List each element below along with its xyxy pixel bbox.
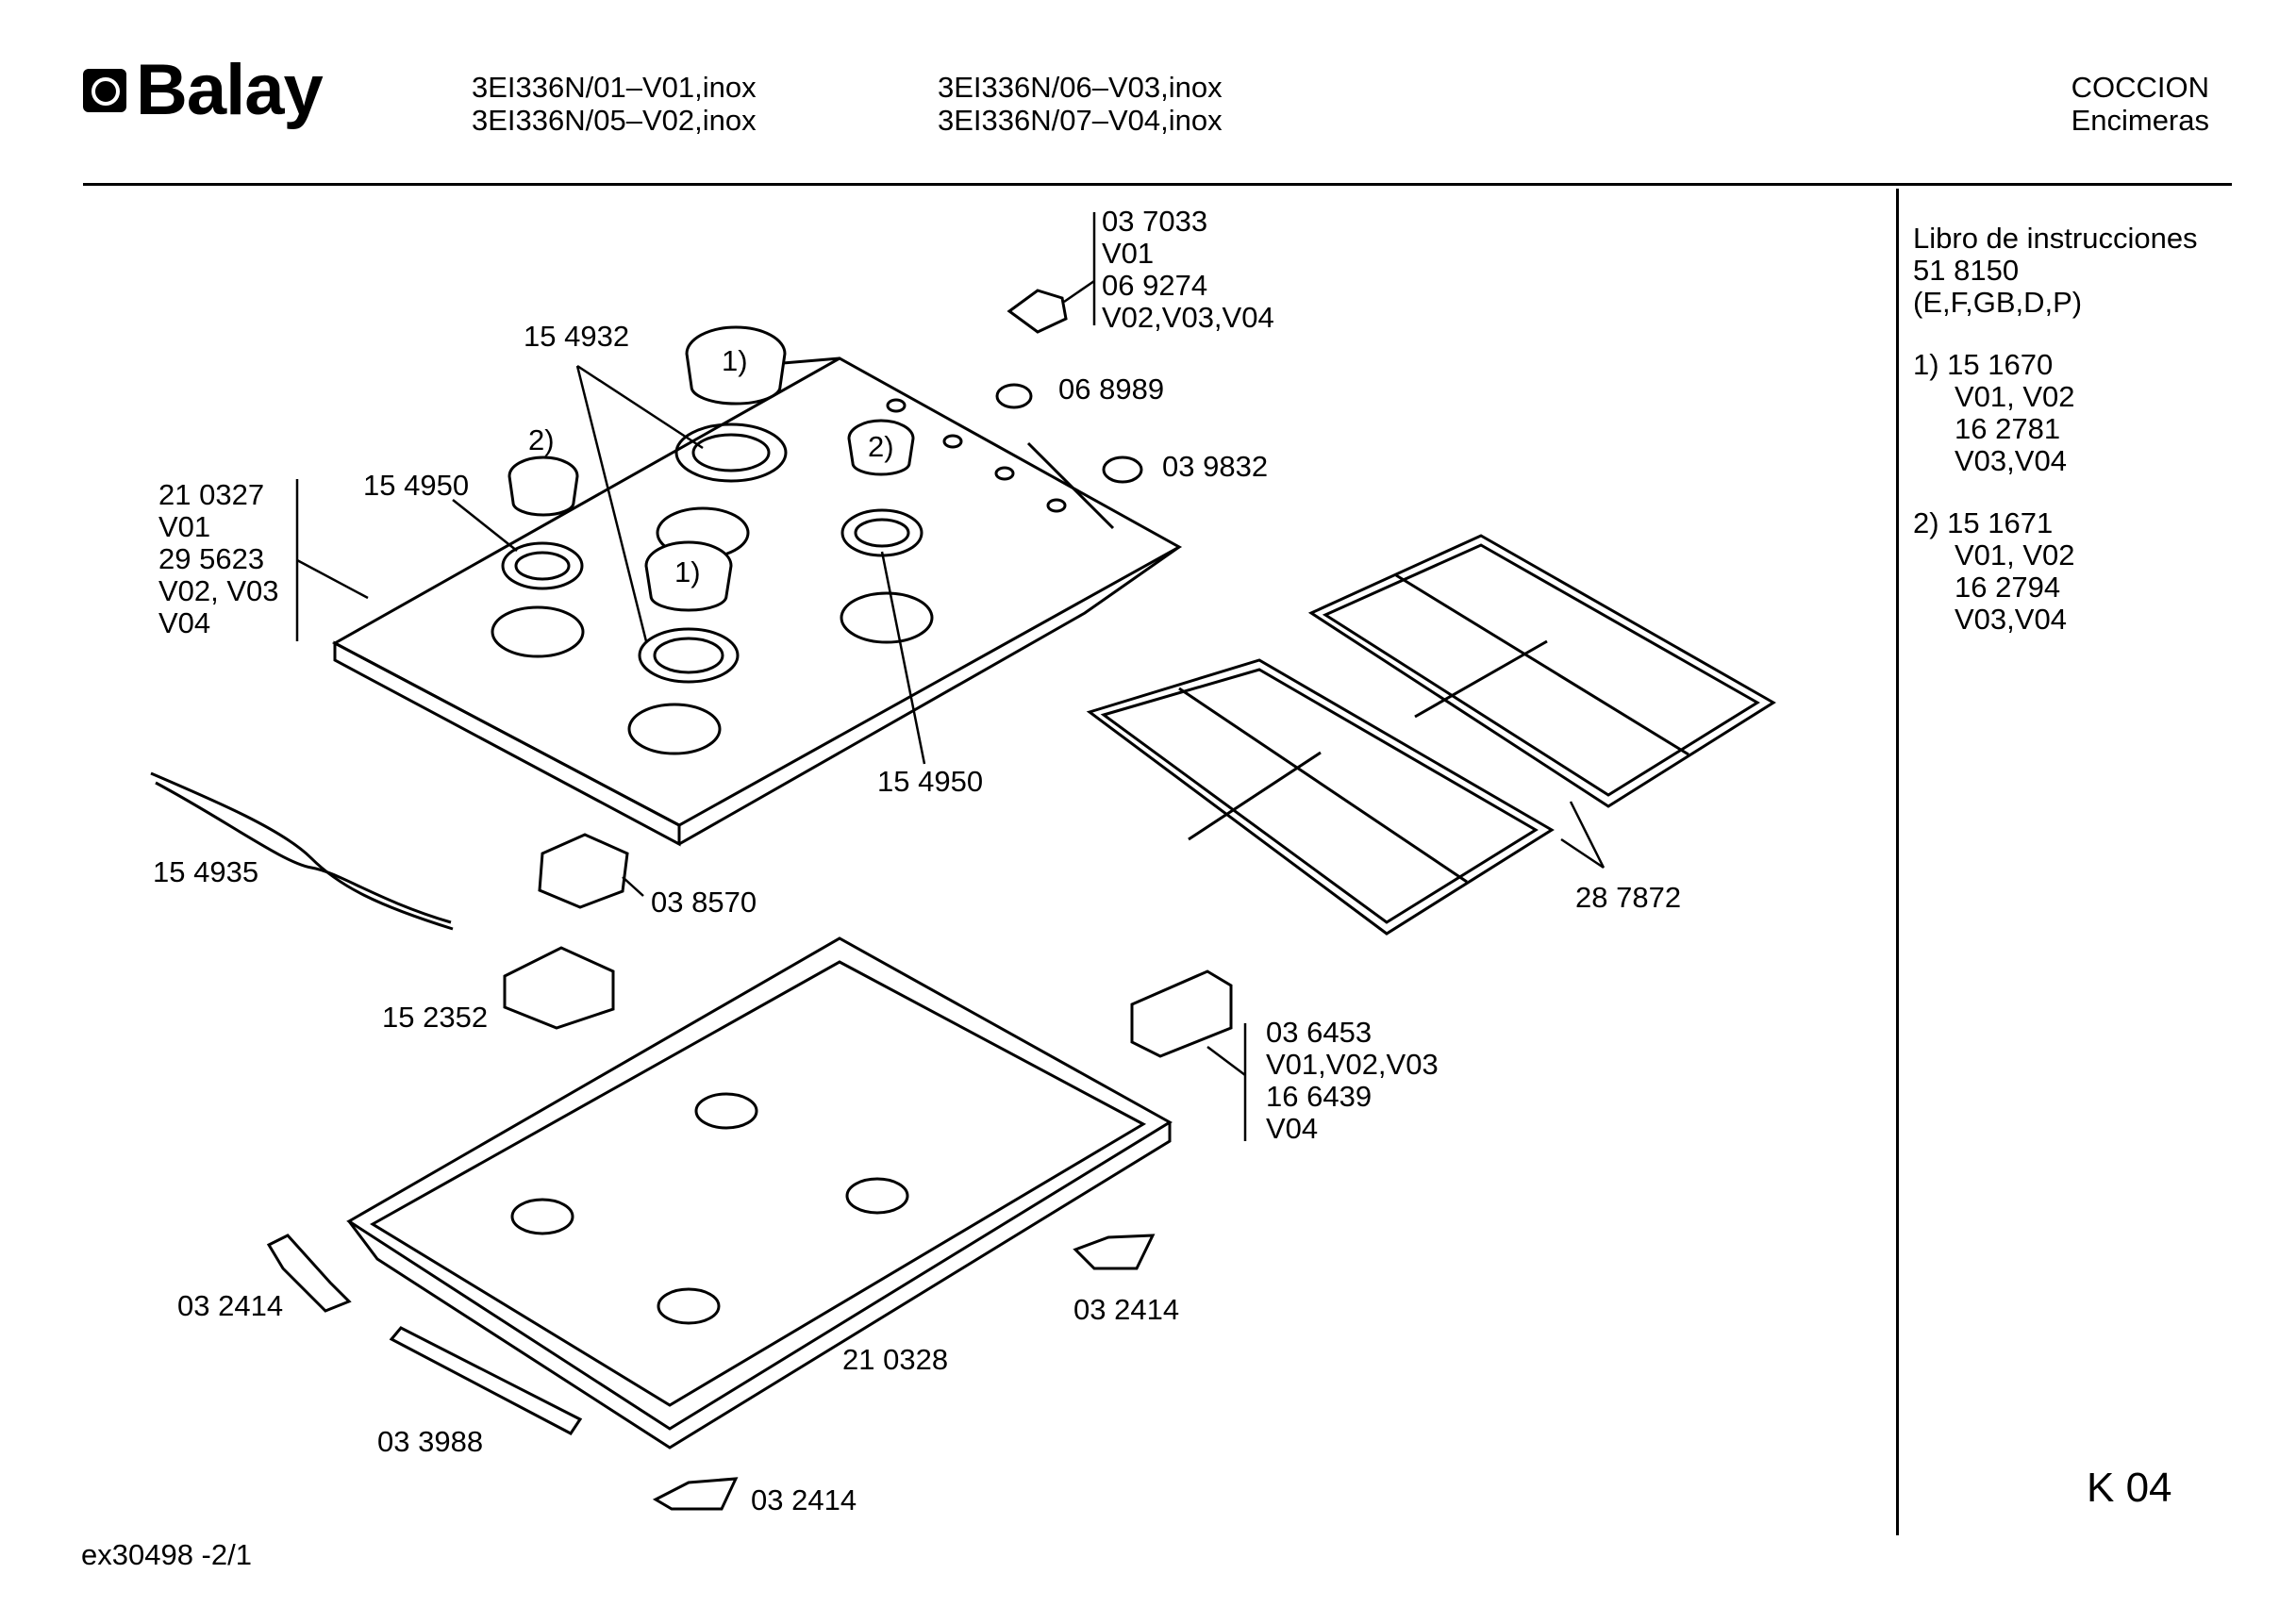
label-154950-bottom: 15 4950: [877, 765, 984, 798]
manual-label: Libro de instrucciones: [1913, 222, 2198, 255]
note1-line3: 16 2781: [1955, 412, 2061, 445]
burner-ring-small-left: [501, 541, 584, 590]
label-032414-bottom: 03 2414: [751, 1483, 857, 1516]
label-210328: 21 0328: [842, 1343, 949, 1376]
category-subtitle: Encimeras: [2071, 104, 2209, 137]
model-4: 3EI336N/07–V04,inox: [938, 104, 1223, 137]
label-154935: 15 4935: [153, 855, 259, 888]
note2-line4: V03,V04: [1955, 603, 2067, 636]
cap-small-left: [507, 456, 579, 517]
label-038570: 03 8570: [651, 886, 757, 919]
knob-parts: [995, 212, 1143, 484]
label-ignition-1: 03 6453: [1266, 1016, 1373, 1049]
note1-line2: V01, V02: [1955, 380, 2075, 413]
label-hob-3: 29 5623: [158, 542, 265, 575]
label-cap1-mid: 1): [674, 555, 701, 588]
label-152352: 15 2352: [382, 1001, 489, 1034]
knob-bezel: [1102, 456, 1143, 484]
label-ignition-2: V01,V02,V03: [1266, 1048, 1439, 1081]
label-knob-3: 06 9274: [1102, 269, 1208, 302]
model-2: 3EI336N/05–V02,inox: [472, 104, 757, 137]
label-287872: 28 7872: [1575, 881, 1682, 914]
clips: [266, 1234, 1156, 1511]
manual-languages: (E,F,GB,D,P): [1913, 286, 2083, 319]
brand-name: Balay: [136, 50, 324, 130]
knob-seal: [995, 383, 1033, 409]
note1-line4: V03,V04: [1955, 444, 2067, 477]
note2-line3: 16 2794: [1955, 571, 2061, 604]
ignition-module: [1130, 969, 1247, 1141]
note2-line2: V01, V02: [1955, 538, 2075, 572]
label-154932: 15 4932: [524, 320, 630, 353]
label-cap2-right: 2): [868, 430, 894, 463]
label-033988: 03 3988: [377, 1425, 484, 1458]
connector-parts: [503, 833, 644, 1030]
note2-line1: 2) 15 1671: [1913, 506, 2054, 539]
model-3: 3EI336N/06–V03,inox: [938, 71, 1223, 104]
category-title: COCCION: [2071, 71, 2209, 104]
label-032414-right: 03 2414: [1073, 1293, 1180, 1326]
label-068989: 06 8989: [1058, 373, 1165, 406]
label-ignition-4: V04: [1266, 1112, 1319, 1145]
label-ignition-3: 16 6439: [1266, 1080, 1373, 1113]
note1-line1: 1) 15 1670: [1913, 348, 2054, 381]
label-knob-4: V02,V03,V04: [1102, 301, 1274, 334]
pan-supports: [1086, 534, 1776, 936]
label-hob-4: V02, V03: [158, 574, 279, 607]
bottom-tray: [346, 936, 1173, 1450]
cap-small-right: [847, 419, 915, 476]
page-code: K 04: [2087, 1465, 2172, 1511]
control-knob: [1007, 289, 1068, 334]
header-divider: [83, 183, 2232, 186]
hob-top-plate: [331, 356, 1183, 847]
label-cap2-left: 2): [528, 423, 555, 456]
label-cap1-top: 1): [722, 344, 748, 377]
brand-mark-icon: [83, 69, 126, 112]
cap-large-top: [685, 325, 787, 406]
manual-number: 51 8150: [1913, 254, 2020, 287]
footer-ref: ex30498 -2/1: [81, 1538, 252, 1571]
label-hob-1: 21 0327: [158, 478, 265, 511]
burner-caps: [507, 325, 915, 612]
mains-cable: [150, 771, 454, 931]
burner-ring-large-front: [638, 627, 740, 684]
seal-strip: [389, 1326, 583, 1435]
cap-large-mid: [644, 540, 733, 612]
label-032414-left: 03 2414: [177, 1289, 284, 1322]
label-154950-left: 15 4950: [363, 469, 470, 502]
model-1: 3EI336N/01–V01,inox: [472, 71, 757, 104]
label-hob-2: V01: [158, 510, 211, 543]
brand-logo: Balay: [83, 50, 324, 130]
label-knob-1: 03 7033: [1102, 205, 1208, 238]
label-knob-2: V01: [1102, 237, 1155, 270]
sidebar-divider: [1896, 189, 1899, 1535]
label-hob-5: V04: [158, 606, 211, 639]
label-039832: 03 9832: [1162, 450, 1269, 483]
burner-ring-large-rear: [674, 422, 788, 483]
